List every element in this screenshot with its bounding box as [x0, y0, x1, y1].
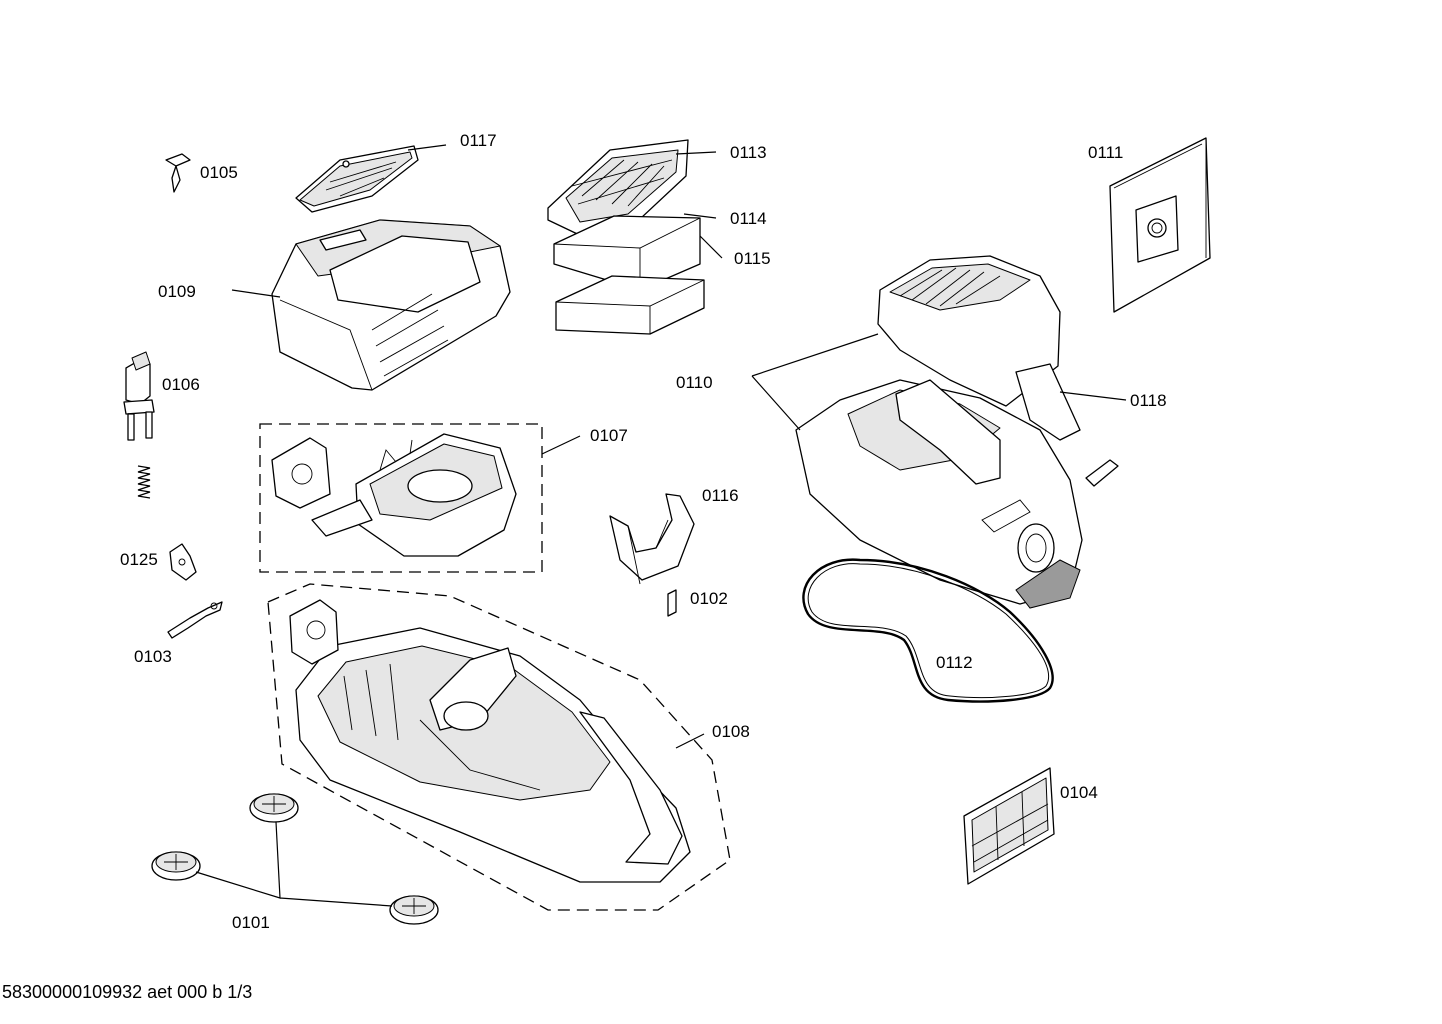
part-0105-clip: [165, 153, 191, 193]
part-0109-upper-housing: [271, 219, 511, 391]
part-0111-dust-bag: [1109, 137, 1211, 313]
label-0111: 0111: [1088, 143, 1123, 162]
leader-0114: [683, 213, 717, 219]
leader-0118: [1059, 391, 1127, 401]
label-0112: 0112: [936, 653, 973, 672]
part-0113-filter-frame: [547, 139, 689, 241]
part-0102-small-plate: [667, 589, 677, 617]
leader-0115: [699, 235, 723, 259]
label-0103: 0103: [134, 647, 172, 666]
leader-0109: [231, 289, 281, 298]
group-0107-boundary: [259, 423, 543, 573]
group-0108-boundary: [267, 583, 731, 911]
label-0109: 0109: [158, 282, 196, 301]
part-0103-lever: [167, 601, 223, 639]
part-0110-main-cover: [795, 255, 1083, 609]
label-0115: 0115: [734, 249, 771, 268]
part-0125-clip: [169, 543, 197, 581]
leader-0110: [751, 333, 879, 431]
label-0113: 0113: [730, 143, 767, 162]
label-0104: 0104: [1060, 783, 1098, 802]
part-0116-bracket: [609, 493, 695, 585]
label-0108: 0108: [712, 722, 750, 741]
part-0106-latch-pin: [123, 351, 155, 441]
label-0105: 0105: [200, 163, 238, 182]
part-0101-wheel-3: [389, 895, 439, 925]
part-0107-inner-frame: [271, 433, 517, 557]
leader-0101: [195, 821, 393, 907]
leader-0108: [675, 733, 705, 749]
leader-0113: [675, 151, 717, 155]
part-latch-small: [1085, 459, 1119, 487]
leader-0107: [541, 435, 581, 455]
part-0117-grille-cover: [295, 145, 419, 213]
label-0102: 0102: [690, 589, 728, 608]
part-0115-foam-pad: [555, 275, 705, 335]
part-0112-seal-cord: [802, 558, 1054, 703]
label-0107: 0107: [590, 426, 628, 445]
label-0125: 0125: [120, 550, 158, 569]
part-labels: 0117 0105 0113 0111 0114 0115 0109 0106 …: [120, 131, 1167, 932]
part-0101-wheel-2: [151, 851, 201, 881]
label-0114: 0114: [730, 209, 767, 228]
label-0101: 0101: [232, 913, 270, 932]
label-0116: 0116: [702, 486, 739, 505]
part-0108-base-housing: [289, 599, 691, 883]
footer-doc-number: 58300000109932 aet 000 b 1/3: [2, 982, 252, 1002]
part-0104-exhaust-filter: [963, 767, 1055, 885]
label-0118: 0118: [1130, 391, 1167, 410]
part-0106-spring: [137, 465, 151, 499]
label-0110: 0110: [676, 373, 713, 392]
label-0106: 0106: [162, 375, 200, 394]
leader-0117: [407, 144, 447, 151]
label-0117: 0117: [460, 131, 497, 150]
part-0101-wheel-1: [249, 793, 299, 823]
